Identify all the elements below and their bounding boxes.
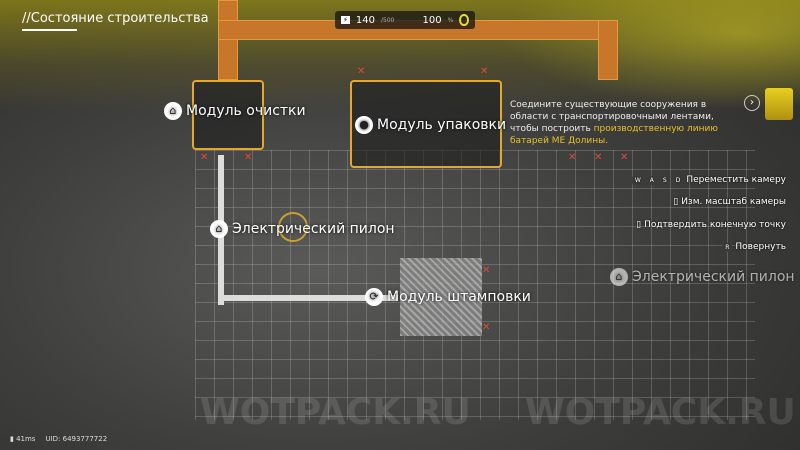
build-status-header: //Состояние строительства — [22, 11, 209, 31]
control-label: Повернуть — [735, 242, 786, 252]
pylon-icon: ⌂ — [210, 220, 228, 238]
label-text: Электрический пилон — [232, 221, 395, 237]
pylon-structure[interactable] — [278, 212, 308, 242]
resource-value: 140 — [355, 14, 376, 26]
conveyor-belt — [598, 20, 618, 80]
ping: ▮ 41ms — [10, 435, 36, 443]
watermark: WOTPACK.RU — [200, 392, 471, 433]
page-title: //Состояние строительства — [22, 11, 209, 26]
key-s: S — [659, 175, 670, 185]
ping-value: 41ms — [16, 435, 36, 443]
resource-bar: ⚡ 140/500 100% — [335, 11, 475, 29]
pylon2-label: ⌂Электрический пилон — [610, 268, 795, 286]
key-w: W — [631, 175, 644, 185]
right-glow — [500, 0, 800, 110]
resource-percent: 100 — [422, 14, 442, 26]
label-text: Модуль очистки — [186, 103, 306, 119]
label-text: Модуль упаковки — [377, 117, 507, 133]
next-hint-button[interactable]: › — [744, 95, 760, 111]
power-icon: ⚡ — [341, 16, 350, 24]
title-underline — [22, 29, 77, 31]
stamping-module-preview[interactable] — [400, 258, 482, 336]
control-label: Переместить камеру — [686, 175, 786, 185]
mouse-click-icon: ▯ — [636, 220, 642, 230]
control-confirm-endpoint: ▯Подтвердить конечную точку — [636, 220, 786, 230]
control-zoom-camera: ▯Изм. масштаб камеры — [673, 197, 786, 207]
percent-unit: % — [447, 16, 454, 24]
pylon-icon: ⌂ — [610, 268, 628, 286]
objective-hint: Соедините существующие сооружения в обла… — [510, 99, 738, 147]
watermark: WOTPACK.RU — [525, 392, 796, 433]
footer-status: ▮ 41ms UID: 6493777722 — [10, 435, 107, 443]
packing-icon: ● — [355, 116, 373, 134]
cleaning-module-label: ⌂Модуль очистки — [164, 102, 306, 120]
key-d: D — [672, 175, 684, 185]
label-text: Модуль штамповки — [387, 289, 531, 305]
conveyor-belt — [218, 0, 238, 80]
mouse-wheel-icon: ▯ — [673, 197, 679, 207]
stamping-icon: ⟳ — [365, 288, 383, 306]
guide-avatar — [765, 88, 793, 120]
hint-highlight: производственную линию батарей МЕ Долины… — [510, 124, 718, 146]
hint-text: Соедините существующие сооружения в обла… — [510, 100, 714, 134]
packing-module[interactable] — [350, 80, 502, 168]
control-label: Изм. масштаб камеры — [681, 197, 786, 207]
coin-icon — [459, 14, 469, 26]
stamping-module-label: ⟳Модуль штамповки — [365, 288, 531, 306]
cleaning-icon: ⌂ — [164, 102, 182, 120]
cleaning-module[interactable] — [192, 80, 264, 150]
label-text: Электрический пилон — [632, 269, 795, 285]
placed-belt — [218, 295, 398, 301]
key-a: A — [646, 175, 657, 185]
uid: UID: 6493777722 — [45, 435, 108, 443]
pylon-label: ⌂Электрический пилон — [210, 220, 395, 238]
key-r: R — [722, 242, 733, 252]
control-label: Подтвердить конечную точку — [644, 220, 786, 230]
resource-max: /500 — [381, 16, 395, 24]
packing-module-label: ●Модуль упаковки — [355, 116, 506, 134]
